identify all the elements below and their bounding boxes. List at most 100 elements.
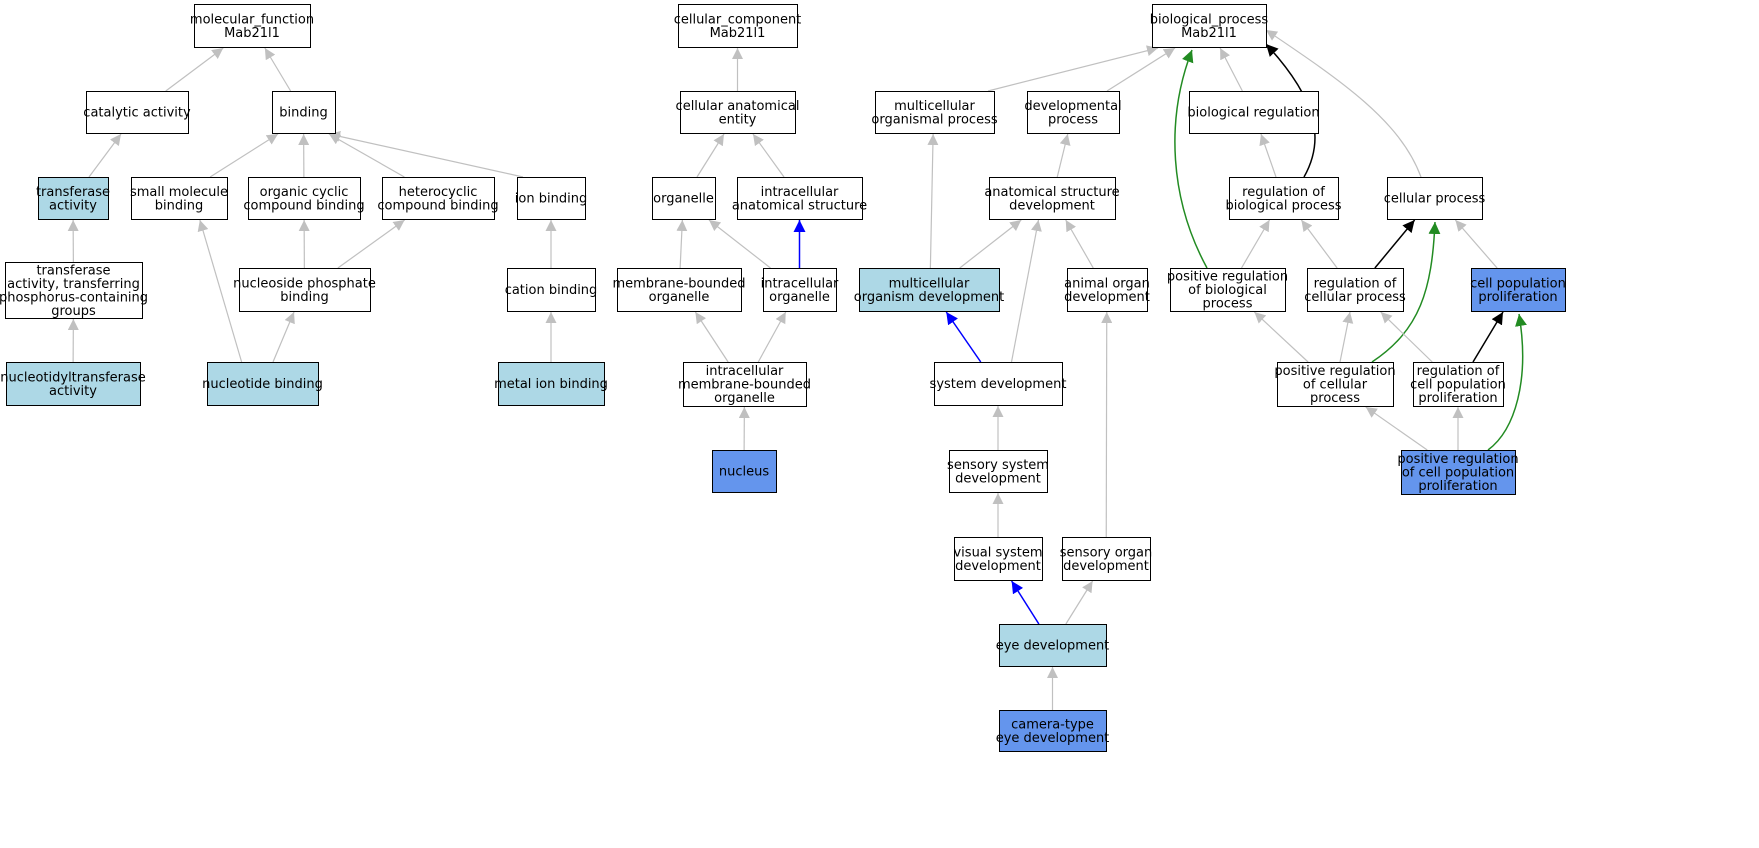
edge-rcp-to-rbp xyxy=(1300,219,1338,269)
node-label-line: organismal process xyxy=(871,112,997,127)
node-label-line: development xyxy=(1064,290,1150,305)
node-bind[interactable]: binding xyxy=(272,91,336,134)
node-box xyxy=(382,177,495,220)
node-box xyxy=(934,362,1063,406)
edge-cat-to-mf xyxy=(165,47,224,92)
node-label-line: cellular process xyxy=(1384,192,1486,207)
node-ionb[interactable]: ion binding xyxy=(515,177,587,220)
node-box xyxy=(678,4,798,48)
node-box xyxy=(1062,537,1151,581)
edge-prbp-to-bp xyxy=(1174,49,1208,269)
node-label-line: regulation of xyxy=(1314,276,1397,291)
node-label-line: process xyxy=(1310,391,1360,406)
node-box xyxy=(875,91,995,134)
edge-ias-to-cae xyxy=(752,133,785,178)
node-cellp[interactable]: cellular process xyxy=(1384,177,1486,220)
node-box xyxy=(1152,4,1267,48)
node-label-line: eye development xyxy=(996,639,1110,654)
node-label-line: intracellular xyxy=(706,364,784,379)
node-label-line: cellular anatomical xyxy=(676,99,800,114)
node-label-line: activity, transferring xyxy=(7,277,140,292)
node-nucb[interactable]: nucleotide binding xyxy=(202,362,323,406)
node-cat[interactable]: catalytic activity xyxy=(83,91,191,134)
node-label-line: organelle xyxy=(769,290,830,305)
node-box xyxy=(680,91,796,134)
node-label-line: anatomical structure xyxy=(732,198,867,213)
node-label-line: metal ion binding xyxy=(494,377,608,392)
node-cation[interactable]: cation binding xyxy=(505,268,598,312)
node-metal[interactable]: metal ion binding xyxy=(494,362,608,406)
node-organelle[interactable]: organelle xyxy=(652,177,716,220)
node-box xyxy=(999,710,1107,752)
node-label-line: nucleotidyltransferase xyxy=(0,370,146,385)
node-label-line: development xyxy=(1063,559,1149,574)
node-eyed[interactable]: eye development xyxy=(996,624,1110,667)
node-label-line: activity xyxy=(49,198,97,213)
node-box xyxy=(999,624,1107,667)
node-label-line: eye development xyxy=(996,731,1110,746)
edge-eyed-to-vsd xyxy=(1010,580,1040,625)
edge-rcpp-to-rcp xyxy=(1380,311,1433,363)
edge-transf-to-cat xyxy=(88,133,122,178)
edge-hetero-to-bind xyxy=(328,133,405,178)
node-label-line: anatomical structure xyxy=(984,185,1119,200)
node-label-line: biological regulation xyxy=(1187,106,1319,121)
node-label-line: catalytic activity xyxy=(83,106,191,121)
edge-prcp-to-prbp xyxy=(1253,311,1309,363)
edge-imbo-to-io xyxy=(757,311,787,363)
node-label-line: development xyxy=(955,471,1041,486)
node-sysd[interactable]: system development xyxy=(930,362,1067,406)
node-label-line: intracellular xyxy=(761,276,839,291)
node-label-line: cation binding xyxy=(505,283,598,298)
node-box xyxy=(1307,268,1404,312)
node-box xyxy=(239,268,371,312)
node-label-line: multicellular xyxy=(894,99,975,114)
edge-sysd-to-asd xyxy=(1010,219,1042,363)
node-label-line: compound binding xyxy=(243,198,364,213)
node-breg[interactable]: biological regulation xyxy=(1187,91,1320,134)
node-label-line: molecular_function xyxy=(190,12,314,27)
node-nucleus[interactable]: nucleus xyxy=(712,450,777,493)
node-label-line: nucleotide binding xyxy=(202,377,323,392)
node-box xyxy=(763,268,837,312)
node-box xyxy=(194,4,311,48)
edge-cpp-to-cellp xyxy=(1454,219,1498,269)
edge-asd-to-devp xyxy=(1056,133,1071,178)
edge-rcp-to-cellp xyxy=(1374,219,1416,269)
edge-eyed-to-sod xyxy=(1065,580,1094,625)
node-label-line: of cellular xyxy=(1303,378,1368,393)
edge-prcpp-to-cpp xyxy=(1487,313,1527,451)
